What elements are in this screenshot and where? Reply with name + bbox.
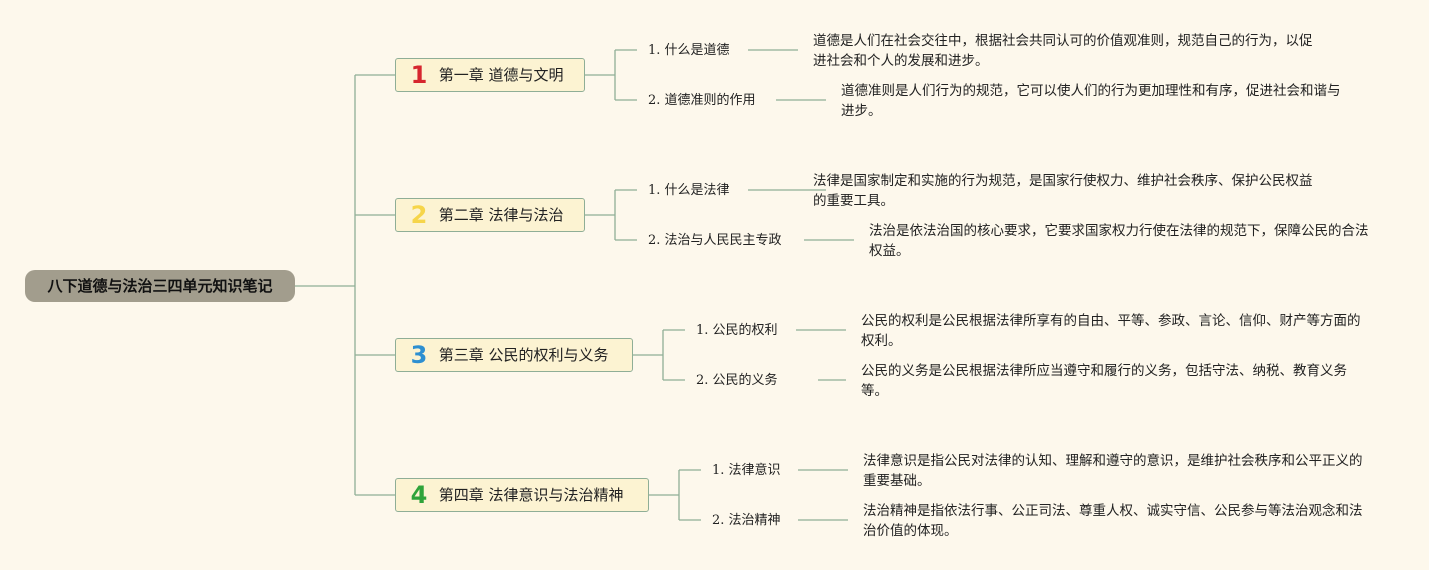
topic-4-1[interactable]: 1. 法律意识 [712, 463, 781, 478]
desc-1-2: 道德准则是人们行为的规范，它可以使人们的行为更加理性和有序，促进社会和谐与进步。 [841, 83, 1341, 119]
root-title: 八下道德与法治三四单元知识笔记 [47, 277, 273, 295]
desc-2-2: 法治是依法治国的核心要求，它要求国家权力行使在法律的规范下，保障公民的合法权益。 [869, 223, 1369, 259]
topic-4-2[interactable]: 2. 法治精神 [712, 513, 781, 528]
chapter-title-2: 第二章 法律与法治 [438, 206, 564, 224]
chapter-title-1: 第一章 道德与文明 [438, 66, 564, 84]
desc-3-1: 公民的权利是公民根据法律所享有的自由、平等、参政、言论、信仰、财产等方面的权利。 [861, 313, 1361, 349]
chapter-node-2[interactable]: 2 第二章 法律与法治 [395, 198, 585, 232]
desc-4-1: 法律意识是指公民对法律的认知、理解和遵守的意识，是维护社会秩序和公平正义的重要基… [863, 453, 1363, 489]
chapter-node-3[interactable]: 3 第三章 公民的权利与义务 [395, 338, 633, 372]
desc-3-2: 公民的义务是公民根据法律所应当遵守和履行的义务，包括守法、纳税、教育义务等。 [861, 363, 1347, 399]
chapter-title-3: 第三章 公民的权利与义务 [438, 346, 609, 364]
chapter-node-1[interactable]: 1 第一章 道德与文明 [395, 58, 585, 92]
desc-2-1: 法律是国家制定和实施的行为规范，是国家行使权力、维护社会秩序、保护公民权益的重要… [813, 173, 1313, 209]
topic-1-1[interactable]: 1. 什么是道德 [648, 43, 730, 58]
topic-1-2[interactable]: 2. 道德准则的作用 [648, 93, 756, 108]
chapter-number-1: 1 [410, 61, 428, 89]
desc-1-1: 道德是人们在社会交往中，根据社会共同认可的价值观准则，规范自己的行为，以促进社会… [813, 33, 1313, 69]
desc-4-2: 法治精神是指依法行事、公正司法、尊重人权、诚实守信、公民参与等法治观念和法治价值… [863, 503, 1363, 539]
chapter-number-4: 4 [410, 481, 428, 509]
topic-3-2[interactable]: 2. 公民的义务 [696, 373, 778, 388]
chapter-number-3: 3 [410, 341, 428, 369]
chapter-number-2: 2 [410, 201, 428, 229]
chapter-node-4[interactable]: 4 第四章 法律意识与法治精神 [395, 478, 649, 512]
topic-2-2[interactable]: 2. 法治与人民民主专政 [648, 233, 782, 248]
root-node[interactable]: 八下道德与法治三四单元知识笔记 [25, 270, 295, 302]
chapter-title-4: 第四章 法律意识与法治精神 [438, 486, 624, 504]
topic-3-1[interactable]: 1. 公民的权利 [696, 323, 778, 338]
topic-2-1[interactable]: 1. 什么是法律 [648, 183, 730, 198]
